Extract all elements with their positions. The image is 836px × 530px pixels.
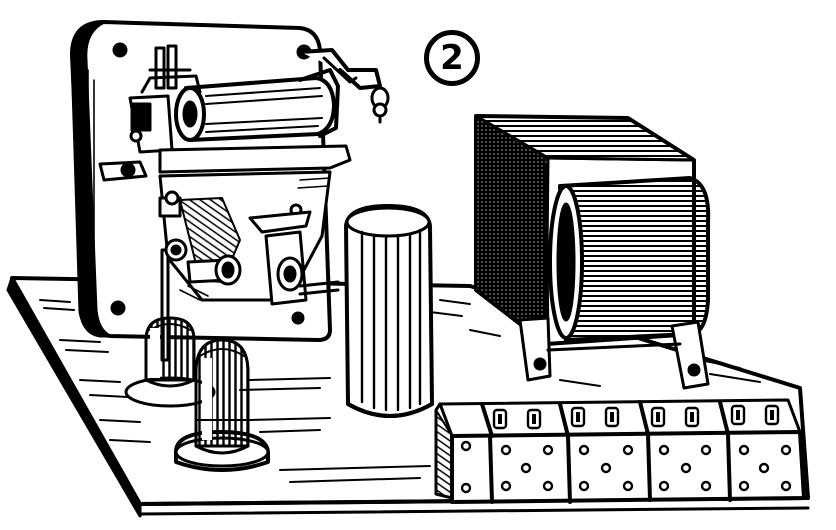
armature-assembly — [98, 144, 352, 362]
figure-number-marker: 2 — [424, 30, 480, 86]
small-tube-back — [124, 316, 216, 408]
transformer — [474, 114, 711, 390]
contact-arm — [298, 48, 390, 124]
figure-number-label: 2 — [440, 38, 464, 78]
large-capacitor — [344, 204, 434, 418]
socket-strip — [434, 398, 806, 504]
relay-coil — [128, 44, 340, 154]
small-tube-front — [174, 338, 270, 472]
